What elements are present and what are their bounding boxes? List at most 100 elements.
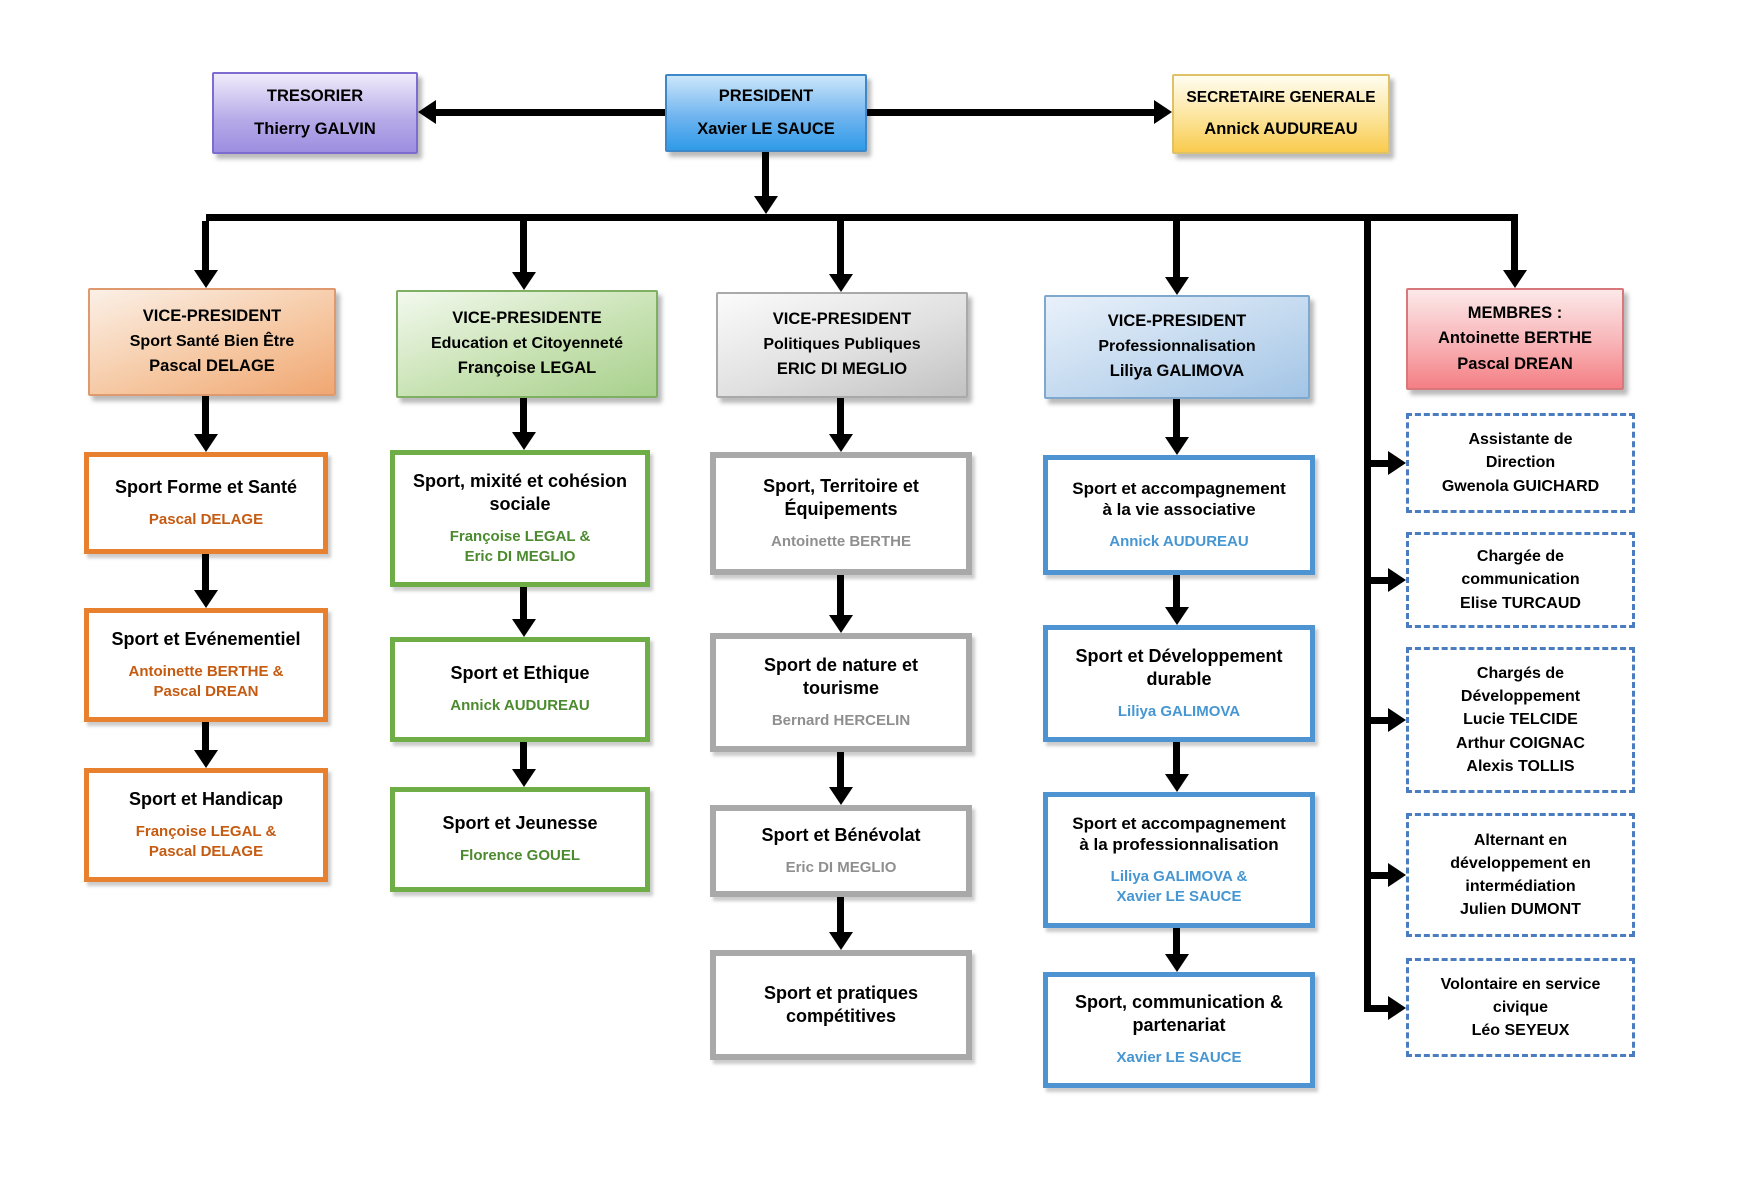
secretaire-generale-box: SECRETAIRE GENERALE Annick AUDUREAU (1172, 74, 1390, 154)
membres-title: MEMBRES : (1467, 303, 1563, 322)
commission-names: Bernard HERCELIN (771, 711, 911, 729)
header-area: Professionnalisation (1098, 337, 1256, 355)
connector-bus-line (206, 214, 1518, 221)
connector-line (1364, 460, 1388, 467)
connector-line (1364, 1005, 1388, 1012)
commission-box: Sport et Ethique Annick AUDUREAU (390, 637, 650, 742)
staff-text: Alternant en développement en intermédia… (1450, 831, 1591, 919)
commission-title: Sport et Développement durable (1075, 645, 1283, 689)
commission-title: Sport, mixité et cohésion sociale (412, 470, 628, 514)
president-box: PRESIDENT Xavier LE SAUCE (665, 74, 867, 152)
staff-text: Chargés de Développement Lucie TELCIDE A… (1456, 665, 1585, 775)
president-title: PRESIDENT (718, 86, 814, 105)
commission-box: Sport et Handicap Françoise LEGAL & Pasc… (84, 768, 328, 882)
commission-names: Xavier LE SAUCE (1116, 1049, 1242, 1067)
membres-names: Antoinette BERTHE Pascal DREAN (1438, 329, 1592, 373)
arrowhead-down-icon (829, 274, 853, 292)
arrowhead-down-icon (194, 270, 218, 288)
arrowhead-down-icon (754, 196, 778, 214)
connector-line (202, 554, 209, 590)
header-name: ERIC DI MEGLIO (776, 360, 908, 379)
connector-line (1173, 742, 1180, 774)
header-area: Sport Santé Bien Être (129, 332, 295, 350)
staff-box: Alternant en développement en intermédia… (1406, 813, 1635, 937)
arrowhead-down-icon (194, 750, 218, 768)
commission-box: Sport, Territoire et Équipements Antoine… (710, 452, 972, 575)
arrowhead-down-icon (512, 769, 536, 787)
arrowhead-down-icon (512, 272, 536, 290)
connector-line (1364, 872, 1388, 879)
commission-box: Sport et Développement durable Liliya GA… (1043, 625, 1315, 742)
arrowhead-down-icon (1165, 437, 1189, 455)
connector-line (202, 722, 209, 750)
arrowhead-down-icon (829, 932, 853, 950)
staff-text: Assistante de Direction Gwenola GUICHARD (1441, 431, 1600, 495)
header-area: Education et Citoyenneté (430, 334, 624, 352)
connector-line (837, 398, 844, 434)
connector-line (520, 742, 527, 769)
commission-title: Sport et pratiques compétitives (763, 982, 919, 1026)
header-name: Liliya GALIMOVA (1109, 362, 1245, 381)
arrowhead-down-icon (194, 590, 218, 608)
tresorier-box: TRESORIER Thierry GALVIN (212, 72, 418, 154)
connector-line (1173, 575, 1180, 607)
commission-title: Sport et accompagnement à la professionn… (1072, 813, 1286, 855)
arrowhead-down-icon (1165, 607, 1189, 625)
commission-box: Sport et Evénementiel Antoinette BERTHE … (84, 608, 328, 722)
arrowhead-down-icon (1165, 774, 1189, 792)
commission-names: Annick AUDUREAU (1109, 533, 1249, 551)
arrowhead-left-icon (418, 100, 436, 124)
arrowhead-down-icon (1165, 954, 1189, 972)
commission-names: Liliya GALIMOVA & Xavier LE SAUCE (1110, 868, 1248, 906)
commission-title: Sport, communication & partenariat (1074, 992, 1283, 1036)
header-name: Françoise LEGAL (457, 359, 597, 378)
commission-title: Sport et Bénévolat (761, 824, 921, 845)
commission-names: Antoinette BERTHE (771, 532, 911, 550)
connector-line (762, 152, 769, 196)
commission-names: Pascal DELAGE (148, 510, 264, 528)
arrowhead-down-icon (194, 434, 218, 452)
commission-box: Sport et accompagnement à la vie associa… (1043, 455, 1315, 575)
commission-box: Sport et Bénévolat Eric DI MEGLIO (710, 805, 972, 897)
connector-line (520, 587, 527, 619)
connector-line (202, 396, 209, 434)
commission-title: Sport et accompagnement à la vie associa… (1072, 478, 1286, 520)
connector-line (837, 221, 844, 274)
connector-line (1173, 221, 1180, 277)
connector-line (202, 221, 209, 270)
arrowhead-right-icon (1388, 568, 1406, 592)
staff-box: Assistante de Direction Gwenola GUICHARD (1406, 413, 1635, 513)
staff-box: Chargés de Développement Lucie TELCIDE A… (1406, 647, 1635, 793)
commission-title: Sport de nature et tourisme (763, 654, 919, 698)
arrowhead-down-icon (1503, 270, 1527, 288)
arrowhead-right-icon (1388, 708, 1406, 732)
commission-box: Sport Forme et Santé Pascal DELAGE (84, 452, 328, 554)
connector-line (837, 897, 844, 932)
connector-bus-line (1364, 221, 1371, 1012)
arrowhead-down-icon (829, 787, 853, 805)
arrowhead-right-icon (1154, 100, 1172, 124)
vp-sante-header: VICE-PRESIDENT Sport Santé Bien Être Pas… (88, 288, 336, 396)
connector-line (436, 109, 665, 116)
arrowhead-down-icon (512, 619, 536, 637)
commission-box: Sport, mixité et cohésion sociale Franço… (390, 450, 650, 587)
header-name: Pascal DELAGE (149, 357, 275, 376)
commission-names: Florence GOUEL (459, 847, 581, 865)
commission-names: Françoise LEGAL & Eric DI MEGLIO (449, 527, 591, 566)
commission-box: Sport et Jeunesse Florence GOUEL (390, 787, 650, 892)
connector-line (1364, 577, 1388, 584)
connector-line (520, 221, 527, 272)
header-title: VICE-PRESIDENT (1107, 312, 1247, 331)
header-title: VICE-PRESIDENTE (452, 309, 602, 328)
connector-line (520, 398, 527, 432)
staff-text: Volontaire en service civique Léo SEYEUX (1440, 975, 1601, 1040)
connector-line (1364, 717, 1388, 724)
header-title: VICE-PRESIDENT (142, 307, 282, 326)
secretaire-name: Annick AUDUREAU (1204, 119, 1358, 138)
commission-names: Eric DI MEGLIO (785, 858, 897, 876)
arrowhead-down-icon (1165, 277, 1189, 295)
arrowhead-right-icon (1388, 451, 1406, 475)
tresorier-title: TRESORIER (266, 86, 364, 105)
vp-politiques-header: VICE-PRESIDENT Politiques Publiques ERIC… (716, 292, 968, 398)
